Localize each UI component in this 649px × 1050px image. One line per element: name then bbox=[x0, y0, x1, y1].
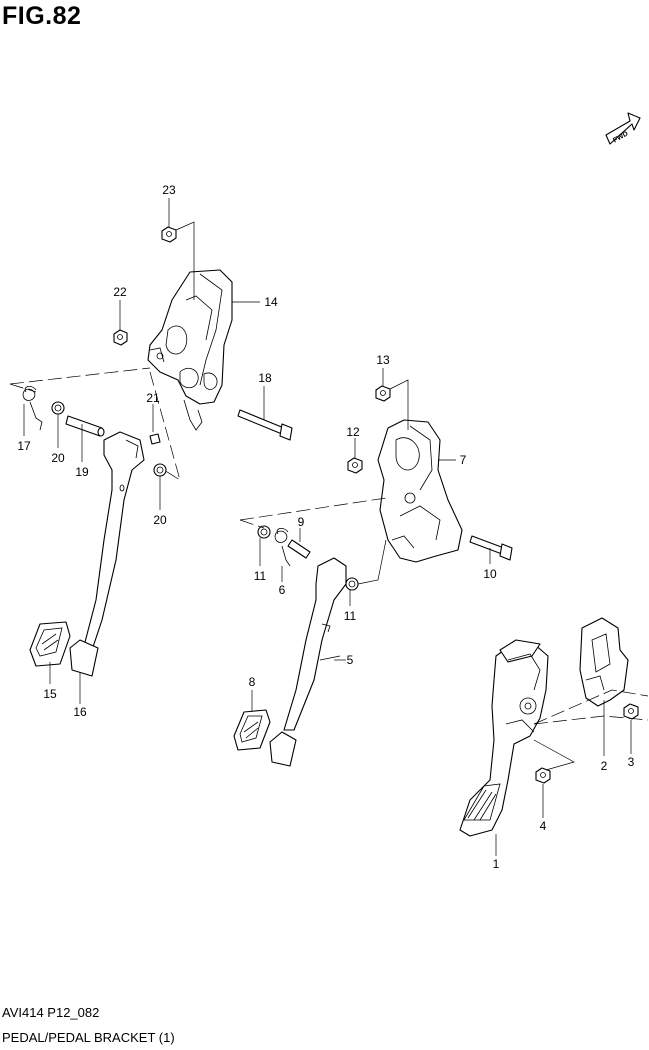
accelerator-pedal bbox=[459, 639, 549, 837]
bracket-2 bbox=[579, 617, 629, 707]
callout-13: 13 bbox=[376, 353, 390, 367]
bushing-11-left bbox=[257, 525, 271, 539]
bolt-10 bbox=[469, 535, 513, 561]
callout-15: 15 bbox=[43, 687, 57, 701]
callout-labels: 1 2 3 4 5 6 7 8 9 10 11 11 12 13 14 15 1… bbox=[17, 183, 634, 871]
callout-5: 5 bbox=[347, 653, 354, 667]
bushing-20-left bbox=[51, 401, 65, 415]
callout-7: 7 bbox=[460, 453, 467, 467]
callout-9: 9 bbox=[298, 515, 305, 529]
callout-23: 23 bbox=[162, 183, 176, 197]
callout-19: 19 bbox=[75, 465, 89, 479]
clip-21 bbox=[149, 433, 161, 445]
callout-2: 2 bbox=[601, 759, 608, 773]
diagram-name: PEDAL/PEDAL BRACKET (1) bbox=[2, 1030, 175, 1045]
pedal-pad-16 bbox=[69, 639, 99, 677]
clutch-pedal-arm bbox=[83, 431, 145, 651]
bushing-11-right bbox=[345, 577, 359, 591]
nut-22 bbox=[113, 329, 128, 346]
callout-20-right: 20 bbox=[153, 513, 167, 527]
callout-18: 18 bbox=[258, 371, 272, 385]
callout-22: 22 bbox=[113, 285, 127, 299]
pin-9 bbox=[287, 539, 311, 559]
pedal-pad-8 bbox=[233, 709, 271, 751]
callout-8: 8 bbox=[249, 675, 256, 689]
fwd-arrow-icon: FWD bbox=[605, 112, 641, 145]
callout-21: 21 bbox=[146, 391, 160, 405]
callout-4: 4 bbox=[540, 819, 547, 833]
callout-12: 12 bbox=[346, 425, 360, 439]
bolt-23 bbox=[161, 226, 177, 243]
figure-title: FIG.82 bbox=[2, 2, 82, 30]
callout-14: 14 bbox=[264, 295, 278, 309]
callout-1: 1 bbox=[493, 857, 500, 871]
bolt-18 bbox=[237, 409, 293, 441]
nut-13 bbox=[375, 385, 391, 402]
nut-4 bbox=[535, 767, 551, 784]
nut-3 bbox=[623, 703, 639, 720]
bushing-20-right bbox=[153, 463, 167, 477]
callout-11-left: 11 bbox=[254, 569, 267, 583]
callout-16: 16 bbox=[73, 705, 87, 719]
brake-pedal-arm bbox=[283, 557, 347, 731]
nut-12 bbox=[347, 457, 363, 474]
callout-6: 6 bbox=[279, 583, 286, 597]
clutch-pedal-bracket bbox=[147, 269, 233, 431]
leader-lines bbox=[9, 198, 649, 856]
diagram-code: AVI414 P12_082 bbox=[2, 1005, 100, 1020]
spring-17 bbox=[22, 386, 43, 431]
pedal-pad-lower bbox=[269, 731, 297, 767]
callout-20-left: 20 bbox=[51, 451, 65, 465]
callout-10: 10 bbox=[483, 567, 497, 581]
brake-pedal-bracket bbox=[377, 419, 463, 563]
pedal-pad-15 bbox=[29, 621, 71, 667]
pin-19 bbox=[65, 415, 105, 437]
spring-6 bbox=[274, 528, 291, 567]
callout-11-right: 11 bbox=[344, 609, 357, 623]
callout-17: 17 bbox=[17, 439, 31, 453]
callout-3: 3 bbox=[628, 755, 635, 769]
